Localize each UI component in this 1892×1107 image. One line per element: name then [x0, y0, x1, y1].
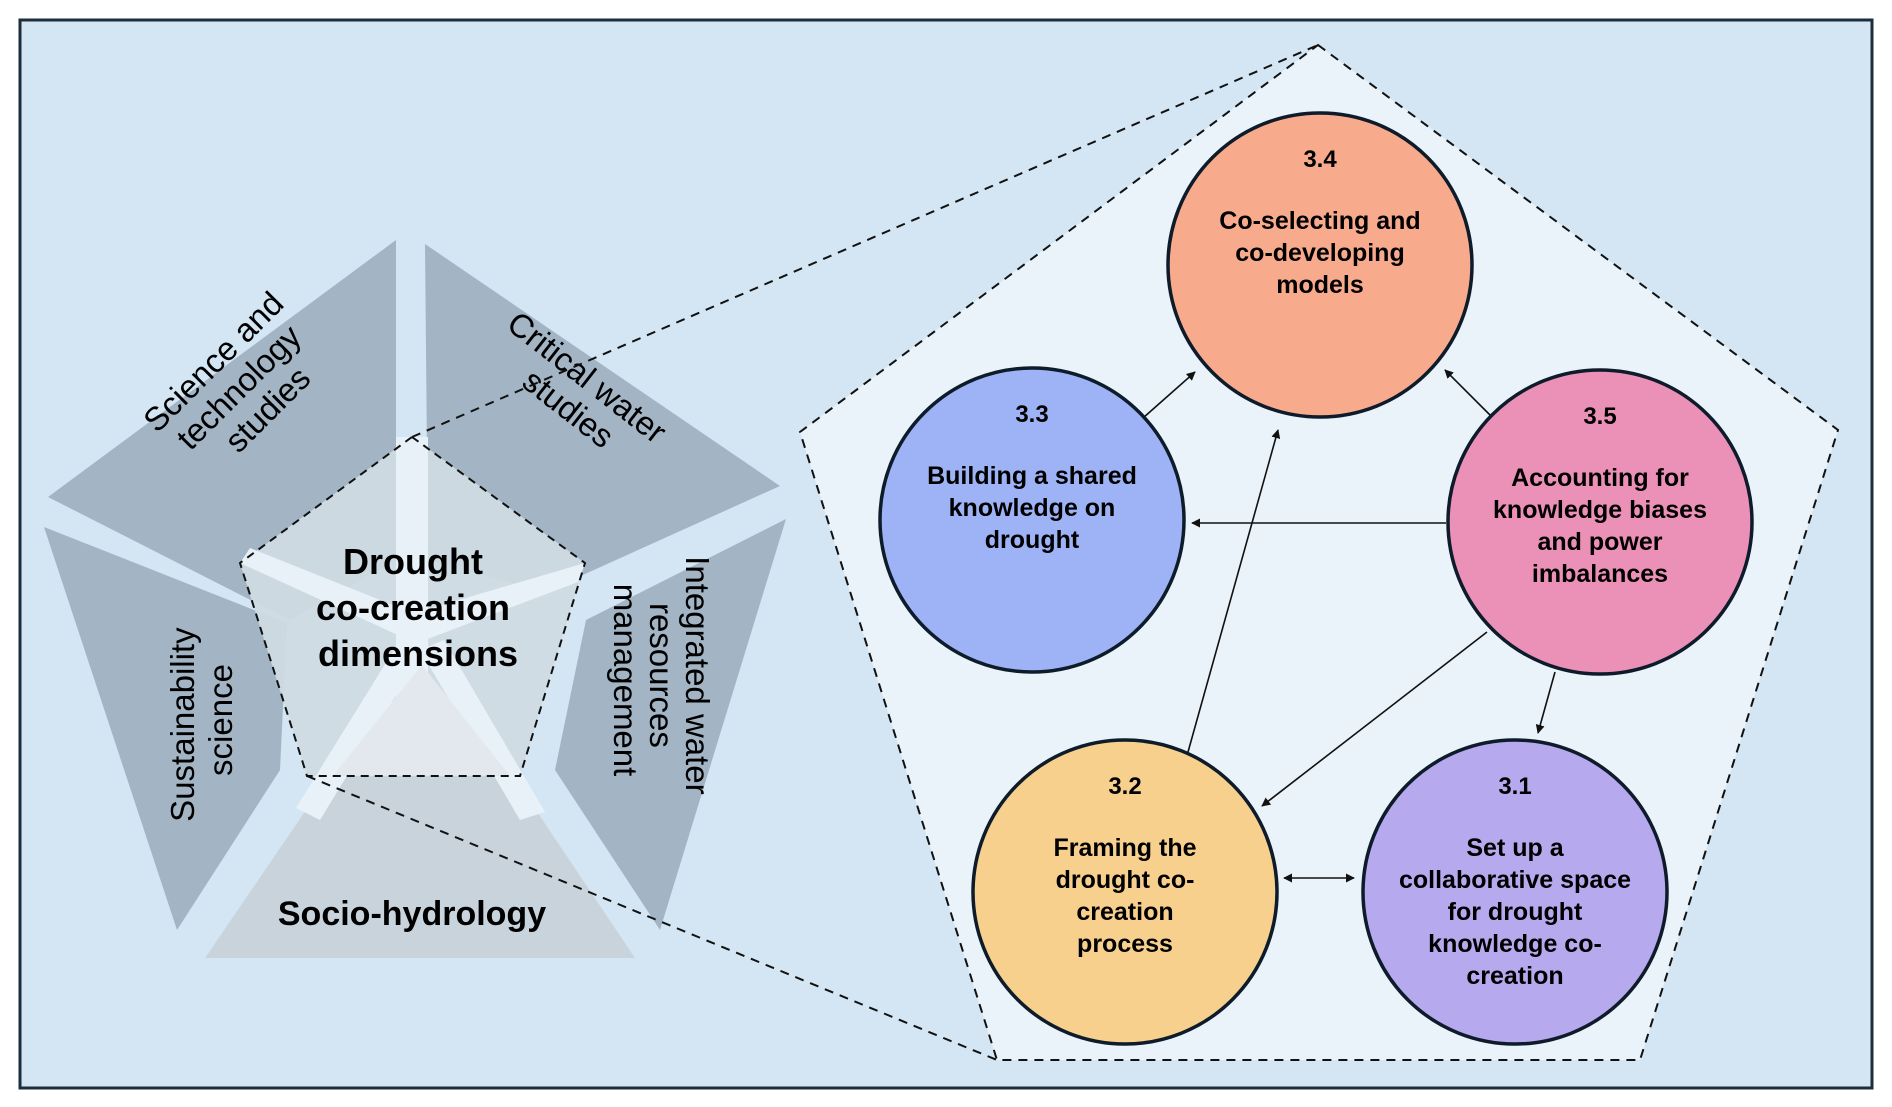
- petal-iwrm: [555, 519, 786, 930]
- node-number: 3.1: [1498, 773, 1531, 800]
- node-circle: [1446, 368, 1754, 676]
- edge-3-5-to-3-1: [1535, 671, 1556, 734]
- node-circle: [1361, 738, 1669, 1046]
- edge-3-5-to-3-2: [1261, 631, 1488, 807]
- edge-3-2-to-3-4: [1187, 429, 1281, 753]
- gap-ray-bl: [296, 640, 424, 820]
- edge-3-3-to-3-4: [1142, 371, 1196, 419]
- zoom-line-bottom: [306, 775, 998, 1061]
- gap-ray-left: [240, 548, 410, 636]
- petal-label-iwrm: Integrated water resources management: [607, 556, 716, 804]
- left-pentagon-figure: Science and technology studies Critical …: [44, 240, 786, 958]
- center-title: Drought co-creation dimensions: [316, 541, 520, 674]
- gap-ray-br: [420, 640, 545, 820]
- edges-layer: [1142, 369, 1556, 883]
- gap-ray-right: [418, 563, 585, 640]
- edge-3-5-to-3-4: [1444, 369, 1491, 416]
- petal-label-sust: Sustainability science: [164, 618, 239, 822]
- node-number: 3.2: [1108, 773, 1141, 800]
- petal-label-socio: Socio-hydrology: [278, 895, 546, 933]
- node-number: 3.3: [1015, 401, 1048, 428]
- node-circle: [1166, 111, 1474, 419]
- petal-sust: [44, 527, 287, 930]
- petal-cws: [425, 244, 780, 592]
- node-number: 3.5: [1583, 403, 1616, 430]
- node-circle: [878, 366, 1186, 674]
- socio-inner: [333, 665, 510, 776]
- node-circle: [971, 738, 1279, 1046]
- zoom-line-top: [411, 44, 1319, 438]
- petal-socio: [205, 640, 635, 958]
- node-number: 3.4: [1303, 146, 1337, 173]
- gap-ray-top: [396, 437, 428, 700]
